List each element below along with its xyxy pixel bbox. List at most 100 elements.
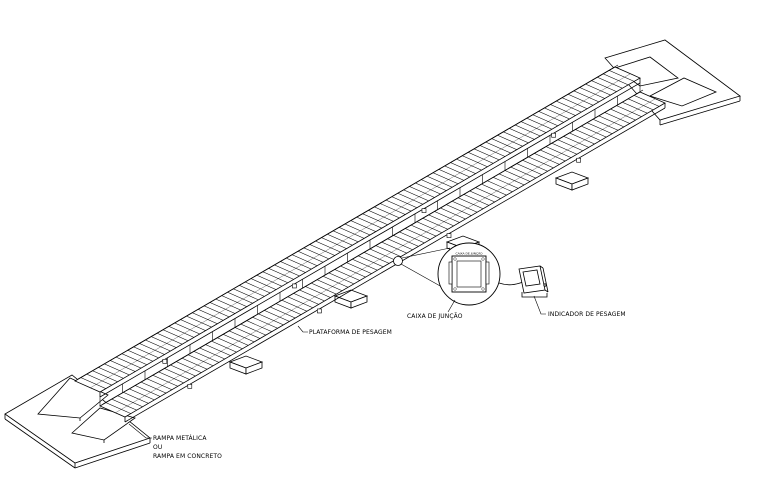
- deck-slat: [182, 357, 208, 370]
- deck-slat: [121, 353, 148, 365]
- deck-slat: [528, 156, 554, 169]
- deck-slat: [575, 129, 601, 141]
- deck-slat: [616, 105, 642, 117]
- deck-slat: [199, 347, 225, 360]
- deck-slat: [504, 170, 531, 182]
- junction-box-label: CAIXA DE JUNÇÃO: [407, 313, 463, 320]
- deck-slat: [211, 340, 237, 353]
- deck-slat: [534, 153, 560, 165]
- deck-slat: [229, 330, 255, 343]
- deck-slat: [105, 402, 131, 414]
- deck-slat: [604, 112, 630, 124]
- deck-slat: [503, 131, 529, 144]
- deck-slat: [111, 398, 137, 411]
- deck-slat: [245, 281, 271, 294]
- deck-slat: [381, 241, 407, 254]
- deck-slat: [297, 251, 324, 263]
- junction-box-marker: [393, 256, 403, 266]
- deck-slat: [192, 312, 218, 324]
- deck-slat: [397, 193, 423, 205]
- deck-slat: [628, 98, 654, 111]
- deck-slat: [198, 309, 224, 321]
- deck-slat: [557, 139, 583, 152]
- deck-slat: [98, 367, 124, 379]
- deck-slat: [468, 152, 494, 164]
- deck-slat: [309, 244, 335, 256]
- deck-slat: [217, 337, 243, 349]
- deck-slat: [405, 228, 431, 240]
- deck-slat: [526, 117, 553, 130]
- deck-slat: [187, 354, 214, 367]
- deck-slat: [493, 177, 519, 189]
- platform-track-lower: [99, 89, 666, 423]
- deck-slat: [127, 350, 153, 362]
- deck-slat: [152, 375, 178, 387]
- deck-slat: [532, 114, 558, 127]
- indicator-cable: [498, 281, 524, 286]
- concrete-pad-bottom-left: [4, 374, 151, 469]
- deck-slat: [258, 313, 284, 326]
- load-cell: [576, 157, 581, 163]
- deck-slat: [250, 278, 277, 290]
- deck-slat: [344, 223, 371, 236]
- deck-slat: [340, 265, 366, 278]
- junction-label-leader: [447, 299, 456, 313]
- deck-slat: [374, 206, 400, 219]
- deck-slat: [274, 264, 300, 277]
- deck-slat: [415, 182, 441, 195]
- deck-slat: [221, 295, 247, 307]
- deck-slat: [286, 257, 312, 270]
- deck-slat: [475, 187, 501, 199]
- deck-slat: [362, 213, 388, 226]
- deck-slat: [145, 339, 171, 352]
- deck-slat: [452, 200, 478, 213]
- deck-slat: [146, 378, 173, 390]
- deck-slat: [444, 165, 470, 178]
- deck-slat: [597, 76, 623, 89]
- deck-slat: [252, 317, 278, 329]
- deck-slat: [522, 160, 548, 172]
- deck-slat: [205, 344, 231, 356]
- deck-slat: [598, 115, 625, 128]
- deck-slat: [364, 252, 390, 264]
- deck-slat: [587, 122, 613, 134]
- deck-slat: [80, 377, 106, 389]
- deck-slat: [422, 218, 448, 230]
- deck-slat: [110, 360, 136, 372]
- deck-slat: [409, 186, 435, 198]
- deck-slat: [158, 371, 184, 384]
- deck-slat: [520, 121, 547, 133]
- deck-slat: [516, 163, 542, 175]
- deck-slat: [428, 214, 454, 227]
- deck-slat: [140, 381, 167, 394]
- deck-slat: [579, 87, 605, 99]
- platform-label: PLATAFORMA DE PESAGEM: [309, 329, 392, 336]
- deck-slat: [275, 303, 302, 315]
- deck-slat: [350, 220, 376, 232]
- load-cell: [317, 308, 322, 314]
- deck-slat: [563, 136, 589, 148]
- deck-slat: [481, 183, 507, 196]
- deck-slat: [550, 104, 576, 116]
- deck-slat: [440, 207, 466, 220]
- deck-slat: [427, 175, 453, 188]
- platform-track-upper: [74, 64, 641, 398]
- deck-slat: [569, 132, 595, 145]
- deck-slat: [609, 70, 635, 82]
- deck-slat: [139, 343, 165, 355]
- deck-slat: [193, 351, 220, 363]
- deck-slat: [380, 203, 406, 215]
- deck-slat: [509, 128, 535, 140]
- deck-slat: [233, 288, 259, 301]
- deck-slat: [581, 125, 607, 138]
- deck-slat: [333, 230, 359, 243]
- deck-slat: [315, 240, 341, 253]
- deck-slat: [403, 189, 429, 202]
- deck-slat: [104, 363, 130, 376]
- deck-slat: [223, 334, 249, 346]
- indicator-label-leader: [533, 295, 546, 315]
- deck-slat: [280, 261, 306, 273]
- load-cell: [187, 384, 193, 389]
- deck-slat: [544, 107, 570, 120]
- deck-slat: [356, 216, 382, 229]
